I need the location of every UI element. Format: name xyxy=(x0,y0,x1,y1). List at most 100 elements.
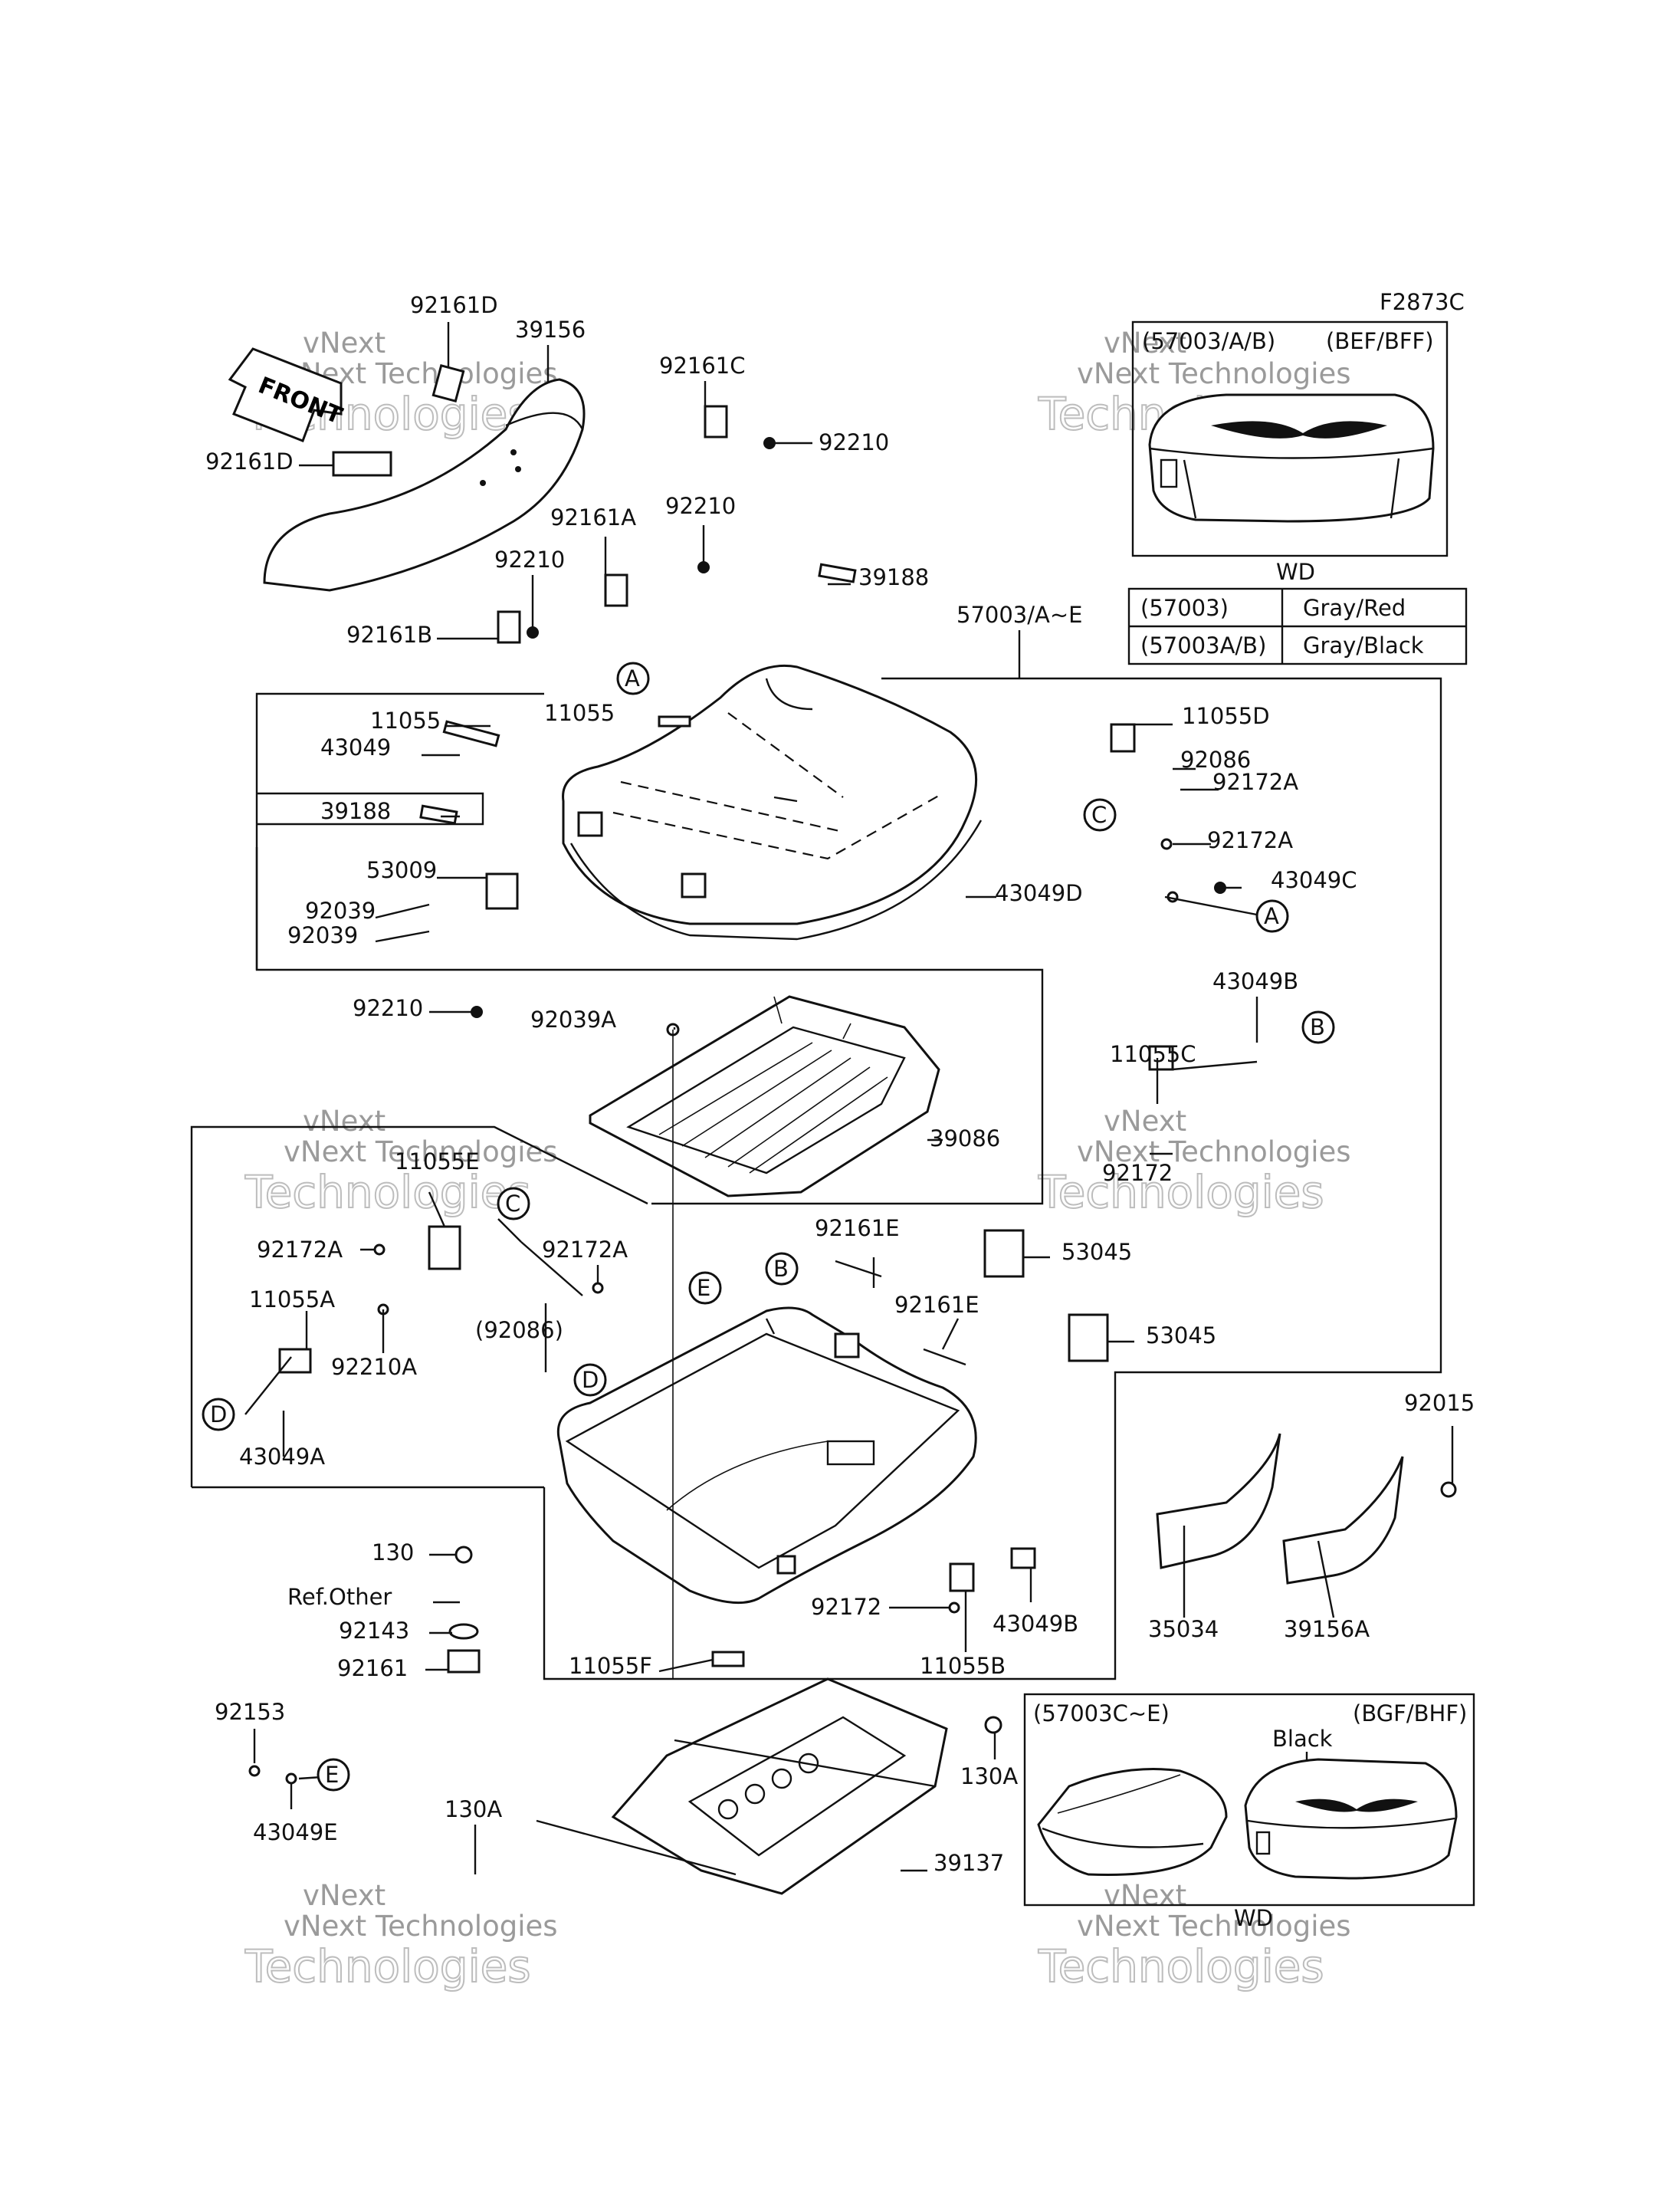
part-block-92161d xyxy=(332,451,392,477)
part-label: 43049 xyxy=(320,734,391,760)
watermark-line: vNext Technologies xyxy=(284,1135,558,1168)
callout-e xyxy=(688,1271,722,1305)
callout-a xyxy=(1255,899,1289,933)
part-label: 11055A xyxy=(249,1286,335,1312)
callout-label: A xyxy=(1264,903,1279,929)
part-label: 92161B xyxy=(346,622,432,648)
watermark: vNext vNext Technologies Technologies xyxy=(1037,1879,1351,1993)
callout-d xyxy=(573,1363,607,1397)
part-label: 11055C xyxy=(1110,1041,1196,1067)
part-label: 11055E xyxy=(395,1148,480,1174)
callout-label: C xyxy=(505,1191,520,1217)
part-block-92161d-top xyxy=(431,363,465,403)
part-label: 92161D xyxy=(205,448,294,475)
part-label: 92161D xyxy=(410,292,498,318)
part-labels: 92161D 39156 92161D 92161C 92210 92210 9… xyxy=(205,292,1475,1876)
part-label: 43049B xyxy=(1212,968,1298,994)
part-label: 92210 xyxy=(665,493,736,519)
panel-35034 xyxy=(1156,1433,1281,1569)
variant-model-code: (57003C~E) xyxy=(1033,1700,1170,1726)
part-label: 43049D xyxy=(995,880,1083,906)
part-label: 11055B xyxy=(920,1653,1006,1679)
case-body xyxy=(556,1306,977,1605)
callout-label: D xyxy=(582,1367,599,1393)
variant-finish: WD xyxy=(1276,559,1315,585)
watermark-line: vNext Technologies xyxy=(284,1910,558,1943)
inner-tray-39086 xyxy=(589,995,940,1197)
part-label: 57003/A~E xyxy=(956,602,1082,628)
callout-circles: A A C B C B E D D E xyxy=(202,662,1335,1792)
callout-label: E xyxy=(697,1275,710,1301)
part-label: 130A xyxy=(445,1796,502,1822)
assembly-outline xyxy=(190,677,1442,1680)
variant-box-bottom: (57003C~E) (BGF/BHF) Black WD xyxy=(1023,1693,1475,1931)
part-label: 92172 xyxy=(1102,1160,1173,1186)
part-label: 92039A xyxy=(530,1007,616,1033)
callout-b xyxy=(1301,1010,1335,1044)
part-label: 11055D xyxy=(1182,703,1270,729)
variant-region: (BGF/BHF) xyxy=(1353,1700,1467,1726)
variant-region: (BEF/BFF) xyxy=(1326,328,1434,354)
part-label: Ref.Other xyxy=(287,1584,392,1610)
part-label: 92172 xyxy=(811,1594,881,1620)
callout-c xyxy=(497,1187,530,1220)
variant-color: Black xyxy=(1272,1726,1333,1752)
callout-label: D xyxy=(210,1401,227,1427)
part-label: 130A xyxy=(960,1763,1018,1789)
panel-39156a xyxy=(1282,1456,1404,1585)
watermark-line: Technologies xyxy=(244,1166,531,1218)
part-label: 39137 xyxy=(934,1850,1004,1876)
part-label: 92039 xyxy=(305,898,376,924)
table-cell-color: Gray/Red xyxy=(1303,595,1406,621)
watermark-line: vNext Technologies xyxy=(1077,1135,1351,1168)
watermark-line: vNext xyxy=(303,1879,386,1912)
carrier-rack-39137 xyxy=(536,1677,948,1895)
table-cell-part: (57003A/B) xyxy=(1140,632,1266,659)
variant-model-code: (57003/A/B) xyxy=(1142,328,1275,354)
closed-case-illustration xyxy=(1244,1758,1458,1880)
part-label: 92210 xyxy=(353,995,423,1021)
part-label: 43049E xyxy=(253,1819,338,1845)
part-label: 11055 xyxy=(544,700,615,726)
part-label: (92086) xyxy=(475,1317,563,1343)
seat-cover-39156 xyxy=(263,378,586,592)
callout-e xyxy=(317,1758,350,1792)
watermark-line: vNext xyxy=(1104,327,1186,360)
part-label: 92039 xyxy=(287,922,358,948)
watermark: vNext vNext Technologies Technologies xyxy=(1037,1105,1351,1219)
part-label: 39188 xyxy=(858,564,929,590)
part-label: 92015 xyxy=(1404,1390,1475,1416)
part-label: 92172A xyxy=(257,1237,343,1263)
variant-box-top: (57003/A/B) (BEF/BFF) WD xyxy=(1131,320,1449,585)
callout-label: E xyxy=(325,1762,339,1788)
part-label: 43049B xyxy=(993,1611,1078,1637)
watermark-line: vNext Technologies xyxy=(1077,357,1351,390)
watermark-line: Technologies xyxy=(1038,1166,1324,1218)
watermark-line: vNext xyxy=(1104,1879,1186,1912)
part-label: 35034 xyxy=(1148,1616,1219,1642)
callout-label: B xyxy=(1310,1014,1325,1040)
open-case-illustration xyxy=(1037,1768,1228,1877)
front-arrow-icon: FRONT xyxy=(228,347,346,442)
part-label: 92172A xyxy=(1212,769,1298,795)
part-label: 53045 xyxy=(1146,1322,1216,1349)
part-label: 43049C xyxy=(1271,867,1357,893)
callout-label: B xyxy=(773,1256,789,1282)
watermark-line: Technologies xyxy=(1038,1940,1324,1992)
part-label: 92161A xyxy=(550,504,636,531)
part-label: 130 xyxy=(372,1539,414,1565)
table-cell-color: Gray/Black xyxy=(1303,632,1424,659)
part-label: 92210 xyxy=(819,429,889,455)
callout-b xyxy=(765,1252,799,1286)
callout-a xyxy=(616,662,650,695)
callout-c xyxy=(1083,798,1117,832)
variant-finish: WD xyxy=(1234,1905,1273,1931)
part-label: 53009 xyxy=(366,857,437,883)
part-label: 39156A xyxy=(1284,1616,1370,1642)
callout-label: A xyxy=(625,665,640,692)
part-label: 53045 xyxy=(1061,1239,1132,1265)
part-label: 92161E xyxy=(894,1292,979,1318)
leader-lines xyxy=(244,322,1454,1874)
